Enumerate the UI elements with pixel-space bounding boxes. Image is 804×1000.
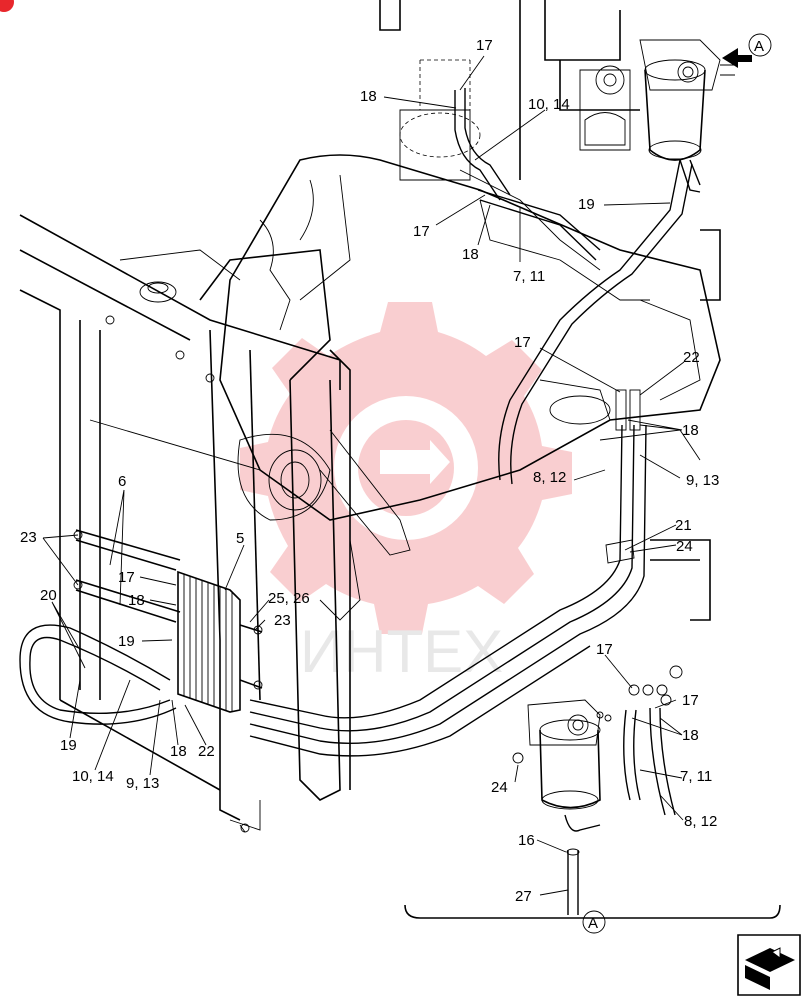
oil-cooler [73, 529, 263, 713]
part-label: 7, 11 [513, 268, 545, 285]
part-label: 8, 12 [684, 813, 717, 830]
view-ref-top: A [754, 38, 764, 55]
part-label: 17 [596, 641, 613, 658]
part-label: 6 [118, 473, 126, 490]
view-ref-bottom: A [588, 915, 598, 932]
watermark-gear-icon [240, 302, 572, 634]
hoses [19, 88, 693, 757]
view-marker-top: A [722, 33, 772, 68]
part-label: 19 [60, 737, 77, 754]
part-label: 18 [682, 422, 699, 439]
part-label: 17 [682, 692, 699, 709]
part-label: 18 [360, 88, 377, 105]
part-label: 18 [170, 743, 187, 760]
filter-detail-view [404, 665, 781, 919]
watermark: ИНТЕХ [240, 302, 572, 685]
part-label: 8, 12 [533, 469, 566, 486]
part-label: 19 [118, 633, 135, 650]
watermark-text: ИНТЕХ [300, 618, 503, 685]
part-label: 10, 14 [72, 768, 114, 785]
part-label: 27 [515, 888, 532, 905]
part-label: 5 [236, 530, 244, 547]
part-label: 17 [413, 223, 430, 240]
engine-assembly [219, 0, 721, 621]
part-label: 18 [128, 592, 145, 609]
part-label: 17 [476, 37, 493, 54]
part-label: 10, 14 [528, 96, 570, 113]
part-label: 22 [683, 349, 700, 366]
cooler-fins [183, 574, 233, 711]
filter-assembly-top [639, 39, 735, 193]
part-label: 23 [274, 612, 291, 629]
part-label: 9, 13 [126, 775, 159, 792]
part-label: 18 [682, 727, 699, 744]
part-label: 21 [675, 517, 692, 534]
part-label: 16 [518, 832, 535, 849]
part-label: 24 [676, 538, 693, 555]
radiator-frame [19, 214, 351, 833]
part-label: 17 [514, 334, 531, 351]
page-navigation-icon[interactable] [737, 934, 801, 996]
part-label: 7, 11 [680, 768, 712, 785]
part-label: 18 [462, 246, 479, 263]
part-label: 19 [578, 196, 595, 213]
part-label: 22 [198, 743, 215, 760]
part-label: 9, 13 [686, 472, 719, 489]
part-label: 20 [40, 587, 57, 604]
page-corner-mark [0, 0, 14, 12]
part-label: 25, 26 [268, 590, 310, 607]
view-marker-bottom: A [582, 910, 606, 934]
part-label: 23 [20, 529, 37, 546]
leader-lines [42, 55, 685, 896]
part-labels: 17 18 10, 14 17 18 7, 11 19 17 22 18 8, … [20, 37, 719, 905]
part-label: 24 [491, 779, 508, 796]
part-label: 17 [118, 569, 135, 586]
